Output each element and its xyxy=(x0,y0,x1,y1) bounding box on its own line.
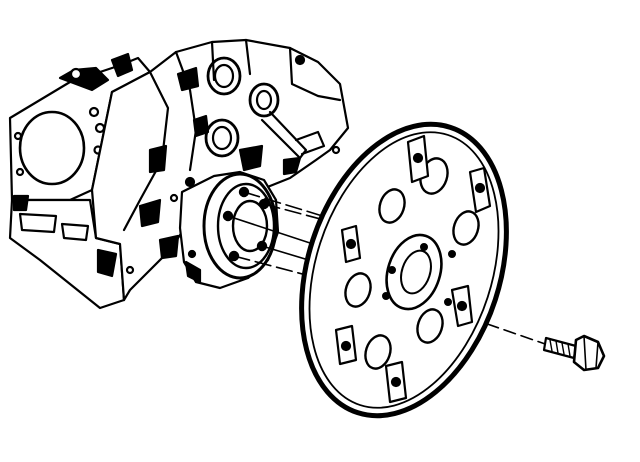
engine-block xyxy=(8,38,350,310)
crankshaft-flange xyxy=(202,172,278,280)
flexplate xyxy=(299,121,509,419)
flexplate-bolt xyxy=(542,334,606,372)
